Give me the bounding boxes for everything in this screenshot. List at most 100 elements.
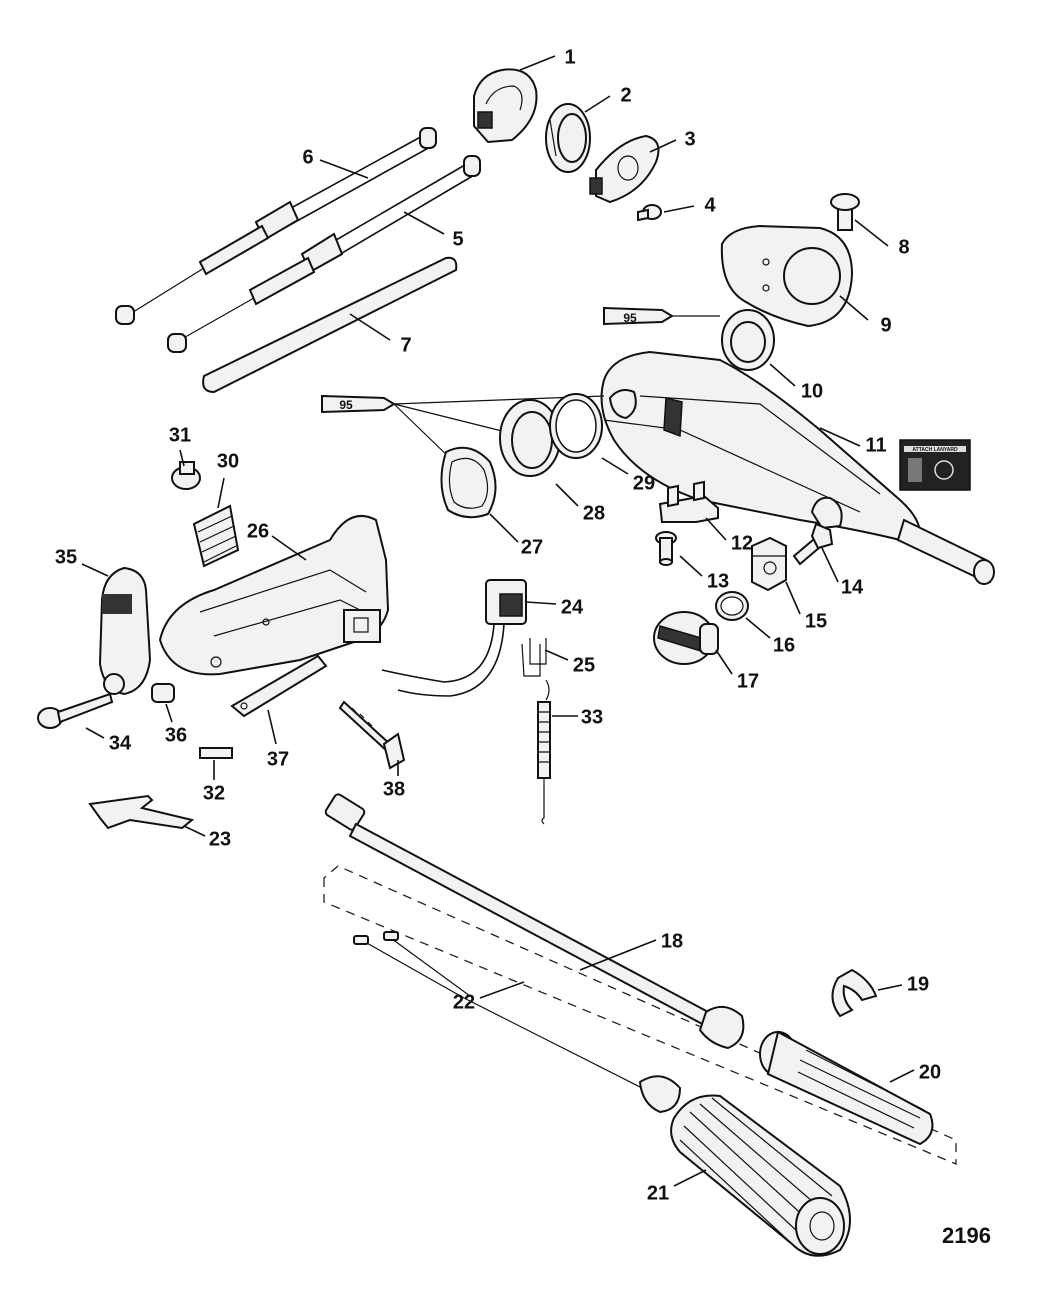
part-cable-22 — [353, 931, 682, 1114]
callout-34: 34 — [109, 732, 132, 754]
callout-18: 18 — [661, 930, 683, 952]
callout-6: 6 — [302, 146, 313, 168]
leader-line — [579, 939, 657, 971]
leader-lines — [81, 55, 915, 1187]
part-grip-21 — [670, 1094, 851, 1257]
callout-28: 28 — [583, 502, 605, 524]
callout-17: 17 — [737, 670, 759, 692]
part-seal-27 — [440, 446, 497, 519]
callout-37: 37 — [267, 748, 289, 770]
leader-line — [785, 581, 801, 615]
leader-line — [889, 1069, 915, 1083]
leader-line — [839, 295, 869, 321]
callout-11: 11 — [865, 434, 886, 456]
callout-12: 12 — [731, 532, 753, 554]
part-bolt-top — [830, 193, 860, 231]
part-cover-plate — [720, 224, 854, 328]
callout-36: 36 — [165, 724, 187, 746]
leader-line — [673, 1169, 707, 1187]
part-screw-small — [637, 204, 662, 222]
leader-line — [319, 159, 369, 179]
callout-38: 38 — [383, 778, 405, 800]
callout-32: 32 — [203, 782, 225, 804]
leader-line — [85, 727, 105, 739]
leader-line — [271, 535, 307, 561]
part-strap-37 — [230, 654, 328, 718]
leader-line — [267, 709, 277, 745]
part-rod — [202, 256, 458, 394]
callout-15: 15 — [805, 610, 827, 632]
leader-line — [183, 825, 206, 837]
leader-line — [479, 981, 525, 999]
drawing-number: 2196 — [942, 1223, 991, 1248]
callout-2: 2 — [620, 84, 631, 106]
part-clip-12 — [658, 480, 719, 523]
grease-tube-left — [321, 394, 605, 463]
assembly-envelope — [323, 865, 957, 1165]
part-sleeve-20 — [759, 1030, 934, 1146]
callout-5: 5 — [452, 228, 463, 250]
callout-9: 9 — [880, 314, 891, 336]
leader-line — [217, 477, 225, 509]
part-ring-29 — [549, 393, 603, 459]
leader-line — [601, 457, 629, 475]
part-cable-5 — [167, 155, 481, 353]
callout-10: 10 — [801, 380, 823, 402]
leader-line — [555, 483, 579, 507]
part-clip-19 — [831, 968, 878, 1018]
part-clip-23 — [88, 794, 195, 830]
leader-line — [663, 205, 695, 213]
decal-label: ATTACH LANYARD — [912, 447, 958, 453]
callout-23: 23 — [209, 828, 231, 850]
part-clip-25 — [521, 638, 547, 677]
callout-13: 13 — [707, 570, 729, 592]
callout-7: 7 — [400, 334, 411, 356]
leader-line — [649, 139, 677, 153]
part-key-32 — [199, 747, 233, 759]
callout-20: 20 — [919, 1061, 941, 1083]
leader-line — [525, 601, 557, 605]
part-plate — [589, 134, 660, 204]
grease-tube-label: 95 — [339, 398, 353, 412]
leader-line — [745, 617, 771, 639]
callout-3: 3 — [684, 128, 695, 150]
part-shaft-18 — [324, 793, 745, 1050]
grease-tube-label: 95 — [623, 311, 637, 325]
part-washer — [721, 309, 775, 371]
callout-35: 35 — [55, 546, 77, 568]
callout-8: 8 — [898, 236, 909, 258]
leader-line — [179, 449, 185, 467]
leader-line — [165, 703, 173, 723]
leader-line — [81, 563, 109, 577]
lanyard-decal: ATTACH LANYARD — [899, 439, 971, 491]
callout-4: 4 — [704, 194, 716, 216]
part-screw-13 — [655, 531, 677, 566]
part-sleeve-36 — [151, 683, 175, 703]
part-lever-35 — [98, 566, 152, 696]
part-tiller-arm — [600, 350, 995, 585]
part-bolt-14 — [792, 522, 834, 566]
callout-31: 31 — [169, 424, 191, 446]
leader-line — [819, 427, 861, 447]
leader-line — [854, 219, 889, 247]
part-knob-17 — [653, 611, 719, 665]
part-spring-30 — [192, 504, 240, 568]
callout-16: 16 — [773, 634, 795, 656]
leader-line — [349, 313, 391, 341]
callout-33: 33 — [581, 706, 603, 728]
part-block-15 — [751, 536, 787, 592]
grease-tube-right — [603, 306, 720, 326]
part-bolt-38 — [338, 700, 406, 770]
leader-line — [544, 649, 569, 661]
leader-line — [705, 517, 727, 541]
part-switch-24 — [381, 579, 527, 697]
callout-26: 26 — [247, 520, 269, 542]
leader-line — [403, 211, 445, 235]
leader-line — [821, 547, 839, 583]
callout-30: 30 — [217, 450, 239, 472]
callout-22: 22 — [453, 991, 475, 1013]
part-spring-33 — [537, 679, 551, 825]
